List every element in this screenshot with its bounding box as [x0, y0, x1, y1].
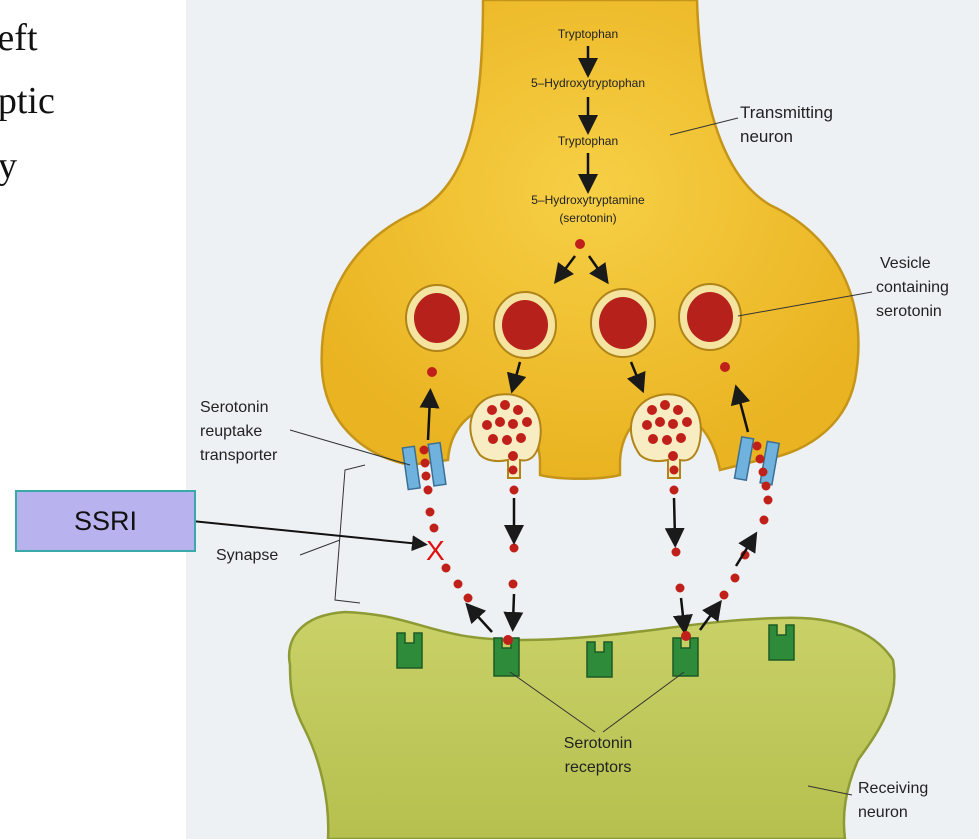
- pathway-step-4-line-1: 5–Hydroxytryptamine: [531, 193, 645, 207]
- ssri-label-box: SSRI: [15, 490, 196, 552]
- label-reuptake-1: Serotonin: [200, 399, 269, 416]
- pathway-step-3: Tryptophan: [558, 134, 618, 148]
- vesicle-1: [406, 285, 468, 351]
- label-receptors-2: receptors: [565, 759, 632, 776]
- label-receiving-1: Receiving: [858, 780, 928, 797]
- label-vesicle-2: containing: [876, 279, 949, 296]
- label-transmitting-2: neuron: [740, 127, 793, 146]
- bound-serotonin-right: [681, 631, 691, 641]
- diffuse-arrow-left-2: [513, 594, 514, 622]
- vesicle-3: [591, 289, 655, 357]
- ssri-label: SSRI: [74, 506, 137, 537]
- label-synapse: Synapse: [216, 547, 278, 564]
- label-transmitting-1: Transmitting: [740, 103, 833, 122]
- label-receiving-2: neuron: [858, 804, 908, 821]
- diffuse-arrow-right-1: [674, 498, 675, 538]
- serotonin-molecule: [575, 239, 585, 249]
- block-mark: X: [426, 535, 445, 566]
- label-vesicle-3: serotonin: [876, 303, 942, 320]
- bound-serotonin-left: [503, 635, 513, 645]
- label-reuptake-3: transporter: [200, 447, 278, 464]
- vesicle-2: [494, 292, 556, 358]
- label-vesicle-1: Vesicle: [880, 255, 931, 272]
- pathway-step-1: Tryptophan: [558, 27, 618, 41]
- label-receptors-1: Serotonin: [564, 735, 633, 752]
- pathway-step-2: 5–Hydroxytryptophan: [531, 76, 645, 90]
- vesicle-4: [679, 284, 741, 350]
- label-reuptake-2: reuptake: [200, 423, 262, 440]
- pathway-step-4-line-2: (serotonin): [559, 211, 616, 225]
